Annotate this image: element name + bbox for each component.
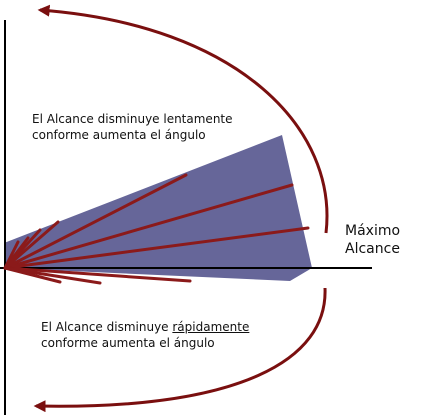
max-range-line2: Alcance: [345, 241, 400, 258]
upper-curved-arrow: [37, 4, 329, 234]
top-annotation: El Alcance disminuye lentamente conforme…: [32, 112, 233, 143]
ray-70: [3, 240, 20, 270]
bottom-annotation-emphasis: rápidamente: [172, 320, 250, 334]
bottom-annotation-prefix: El Alcance disminuye: [41, 320, 173, 334]
ray-20: [3, 183, 294, 270]
ray-n10: [3, 266, 192, 283]
max-range-label: Máximo Alcance: [345, 222, 400, 258]
max-range-line1: Máximo: [345, 223, 401, 239]
bottom-annotation-line1: El Alcance disminuye rápidamente: [41, 320, 249, 336]
range-fan-region: [4, 135, 312, 281]
launch-rays: [3, 173, 310, 285]
lower-curved-arrow: [33, 287, 327, 413]
top-annotation-line2: conforme aumenta el ángulo: [32, 127, 206, 142]
ray-10: [3, 226, 310, 270]
ray-n30: [3, 266, 62, 284]
top-annotation-line1: El Alcance disminuye lentamente: [32, 112, 233, 126]
bottom-annotation-line2: conforme aumenta el ángulo: [41, 335, 215, 350]
bottom-annotation: El Alcance disminuye rápidamente conform…: [41, 320, 249, 351]
ray-30: [3, 173, 188, 270]
